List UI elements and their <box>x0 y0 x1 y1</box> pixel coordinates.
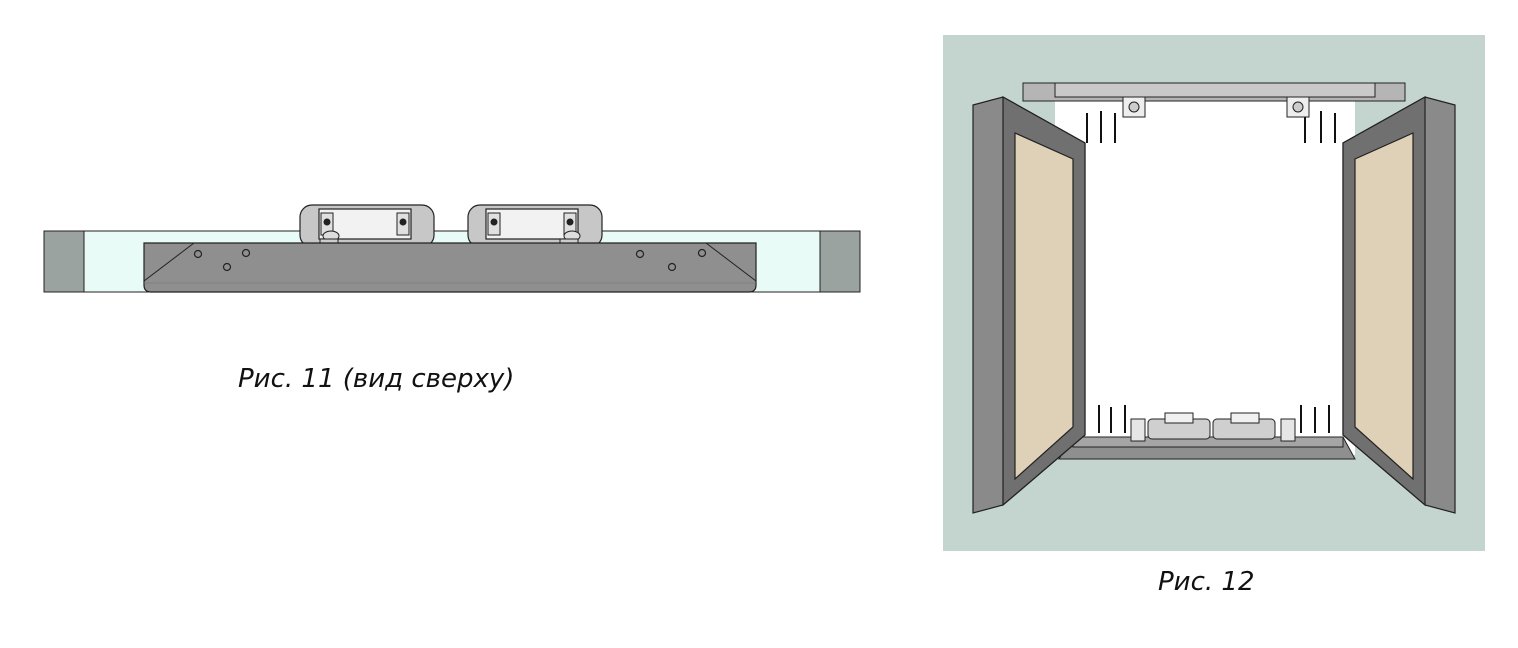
bottom-frame <box>1058 436 1356 460</box>
left-frame-profile <box>43 230 85 293</box>
latch-body <box>143 242 757 293</box>
top-hinge-plates <box>1122 96 1310 118</box>
right-door-leaf <box>1342 95 1456 514</box>
top-fasteners <box>1086 111 1336 143</box>
bottom-fasteners <box>1098 405 1330 433</box>
right-frame-profile <box>819 230 861 293</box>
wall-opening <box>1055 93 1355 455</box>
figure-12-caption: Рис. 12 <box>1158 567 1255 597</box>
bottom-hinges <box>1130 418 1296 442</box>
left-door-leaf <box>972 95 1086 514</box>
top-frame <box>1022 82 1406 102</box>
bracket-right <box>467 204 603 248</box>
bracket-left <box>299 204 435 248</box>
mounting-holes <box>193 248 707 272</box>
bottom-latch-blocks <box>1147 412 1276 440</box>
figure-11-caption: Рис. 11 (вид сверху) <box>238 364 515 394</box>
figure-11-top-view <box>43 204 861 293</box>
figure-12-hatch-view <box>943 35 1485 551</box>
